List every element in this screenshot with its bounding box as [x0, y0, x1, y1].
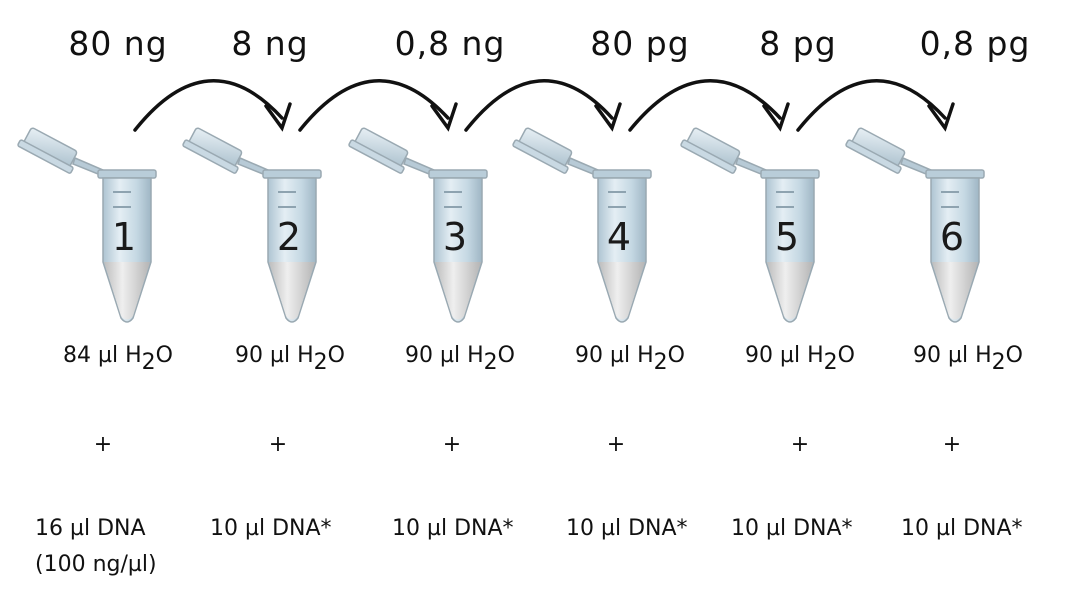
plus-sign: + — [942, 432, 962, 457]
dilution-series-diagram: 1 2 3 4 5 6 — [17, 79, 985, 323]
tube-rim — [925, 169, 985, 179]
dna-volume-text: 10 µl DNA* — [392, 516, 514, 541]
amount-label: 8 ng — [231, 24, 309, 63]
transfer-arrow — [464, 79, 622, 132]
tube-5: 5 — [680, 127, 820, 323]
water-subscript: 2 — [483, 350, 498, 375]
water-volume-text: 90 µl H — [405, 343, 484, 368]
tube-cap — [182, 127, 243, 174]
tube-number: 3 — [443, 215, 467, 259]
water-suffix: O — [327, 343, 345, 368]
water-suffix: O — [155, 343, 173, 368]
arrowhead — [594, 102, 622, 132]
tube-liquid — [932, 262, 978, 320]
water-volume-label: 90 µl H2O — [575, 343, 685, 374]
tube-liquid — [435, 262, 481, 320]
tube-rim — [428, 169, 488, 179]
water-volume-text: 90 µl H — [575, 343, 654, 368]
water-suffix: O — [667, 343, 685, 368]
amount-label: 0,8 pg — [919, 24, 1031, 63]
amount-label: 80 pg — [590, 24, 690, 63]
arrowhead — [762, 102, 790, 132]
dna-volume-label: 10 µl DNA* — [901, 511, 1023, 547]
transfer-arrow — [628, 79, 790, 132]
dna-volume-label: 10 µl DNA* — [392, 511, 514, 547]
dna-volume-text: 10 µl DNA* — [731, 516, 853, 541]
dna-volume-text: 16 µl DNA — [35, 516, 146, 541]
water-subscript: 2 — [313, 350, 328, 375]
tube-2: 2 — [182, 127, 322, 323]
water-volume-label: 90 µl H2O — [745, 343, 855, 374]
dna-volume-text: 10 µl DNA* — [566, 516, 688, 541]
dna-volume-text: 10 µl DNA* — [210, 516, 332, 541]
tube-number: 1 — [112, 215, 136, 259]
amount-label: 80 ng — [68, 24, 168, 63]
water-volume-label: 84 µl H2O — [63, 343, 173, 374]
tube-number: 4 — [607, 215, 631, 259]
tube-3: 3 — [348, 127, 488, 323]
tube-cap — [845, 127, 906, 174]
tube-1: 1 — [17, 127, 157, 323]
water-volume-text: 84 µl H — [63, 343, 142, 368]
transfer-arrow — [796, 79, 955, 132]
water-volume-text: 90 µl H — [745, 343, 824, 368]
transfer-arrow — [298, 79, 458, 132]
water-volume-label: 90 µl H2O — [913, 343, 1023, 374]
arrowhead — [264, 102, 292, 132]
water-suffix: O — [497, 343, 515, 368]
tube-4: 4 — [512, 127, 652, 323]
dna-volume-label: 16 µl DNA (100 ng/µl) — [35, 511, 157, 583]
dna-volume-label: 10 µl DNA* — [731, 511, 853, 547]
water-suffix: O — [1005, 343, 1023, 368]
dna-concentration-text: (100 ng/µl) — [35, 552, 157, 577]
water-subscript: 2 — [653, 350, 668, 375]
dna-volume-label: 10 µl DNA* — [566, 511, 688, 547]
water-volume-label: 90 µl H2O — [405, 343, 515, 374]
tube-liquid — [767, 262, 813, 320]
plus-sign: + — [93, 432, 113, 457]
tube-cap — [512, 127, 573, 174]
amount-label: 0,8 ng — [394, 24, 506, 63]
tube-rim — [97, 169, 157, 179]
arrowhead — [430, 102, 458, 132]
water-volume-label: 90 µl H2O — [235, 343, 345, 374]
dna-volume-text: 10 µl DNA* — [901, 516, 1023, 541]
transfer-arrow — [133, 79, 292, 132]
water-volume-text: 90 µl H — [235, 343, 314, 368]
tube-cap — [348, 127, 409, 174]
arrowhead — [927, 102, 955, 132]
tube-rim — [592, 169, 652, 179]
tube-liquid — [599, 262, 645, 320]
tube-liquid — [269, 262, 315, 320]
tube-cap — [17, 127, 78, 174]
plus-sign: + — [268, 432, 288, 457]
plus-sign: + — [442, 432, 462, 457]
tube-6: 6 — [845, 127, 985, 323]
dna-volume-label: 10 µl DNA* — [210, 511, 332, 547]
water-volume-text: 90 µl H — [913, 343, 992, 368]
tube-number: 5 — [775, 215, 799, 259]
plus-sign: + — [790, 432, 810, 457]
tube-cap — [680, 127, 741, 174]
water-suffix: O — [837, 343, 855, 368]
water-subscript: 2 — [823, 350, 838, 375]
amount-label: 8 pg — [759, 24, 837, 63]
water-subscript: 2 — [991, 350, 1006, 375]
tube-rim — [262, 169, 322, 179]
tube-rim — [760, 169, 820, 179]
water-subscript: 2 — [141, 350, 156, 375]
plus-sign: + — [606, 432, 626, 457]
tube-number: 2 — [277, 215, 301, 259]
tube-number: 6 — [940, 215, 964, 259]
tube-liquid — [104, 262, 150, 320]
